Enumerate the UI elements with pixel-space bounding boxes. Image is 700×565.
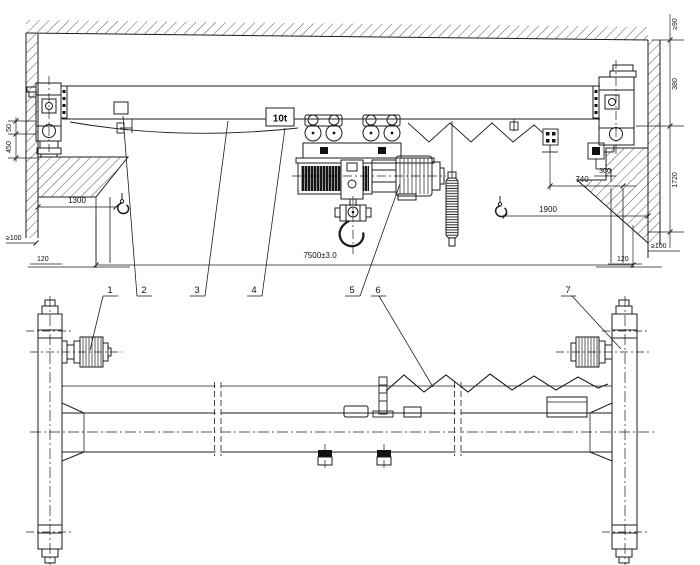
panel-box — [546, 396, 588, 418]
left-corbel — [37, 156, 130, 198]
capacity-sign: 10t — [265, 107, 295, 127]
dim-bracket-height: 300 — [594, 168, 616, 177]
trolley-wheel — [383, 124, 401, 142]
callout-number: 2 — [141, 285, 146, 296]
dim-bracket-right: 740 — [547, 152, 636, 190]
callout-1: 1 — [89, 285, 118, 351]
travel-motor-left — [30, 336, 122, 368]
girder-plan — [30, 373, 655, 470]
dim-text: 1300 — [68, 196, 86, 205]
break-marks — [214, 380, 462, 458]
dim-text: ≥100 — [6, 235, 22, 242]
callout-number: 4 — [251, 285, 256, 296]
capacity-label: 10t — [273, 114, 288, 125]
trolley-wheels-plan — [317, 444, 392, 470]
callout-number: 5 — [349, 285, 354, 296]
callout-5: 5 — [345, 183, 401, 297]
callout-4: 4 — [247, 127, 286, 297]
dim-bottom-right: ≥100 120 — [608, 243, 680, 265]
right-wall-hatch — [648, 40, 660, 245]
buffer-left — [26, 86, 37, 98]
end-truck-right — [587, 60, 637, 263]
end-carriage-left-plan — [26, 296, 122, 565]
ceiling-line — [25, 32, 649, 41]
festoon-anchor-bracket-mid — [509, 119, 519, 131]
dim-text: 300 — [599, 168, 611, 175]
girder-rating-plate — [113, 101, 129, 115]
dim-text: 450 — [6, 141, 13, 153]
dim-left-chain: 50 450 — [6, 117, 38, 162]
pendant-controller — [445, 121, 459, 247]
end-plate-bolts — [62, 90, 598, 114]
hook-limit-marker-right — [494, 195, 508, 218]
callout-number: 3 — [194, 285, 199, 296]
fitting-box — [403, 406, 422, 418]
building-structure — [25, 20, 661, 258]
plan-view — [26, 296, 655, 565]
hoist-trolley — [292, 114, 446, 254]
callout-2: 2 — [122, 115, 152, 297]
callout-7: 7 — [561, 285, 622, 350]
dim-text: 380 — [672, 78, 679, 90]
dim-hook-right: 1900 — [502, 205, 651, 219]
left-wall-hatch — [26, 33, 38, 238]
fitting-box — [343, 405, 369, 418]
dim-hook-left: 1300 — [35, 196, 119, 210]
festoon-anchor-bracket-right — [542, 128, 559, 153]
dim-text: 120 — [37, 256, 49, 263]
dim-span: 7500±3.0 — [93, 210, 636, 268]
buffer-right — [609, 64, 637, 78]
runway-beam-left — [36, 147, 62, 155]
dim-text: 1720 — [672, 172, 679, 188]
end-carriage-right-plan — [556, 296, 650, 565]
travel-motor-right — [556, 336, 650, 368]
dimensions: 7500±3.0 1300 1900 740 300 — [6, 14, 684, 268]
wheel — [42, 124, 56, 138]
callout-number: 6 — [375, 285, 380, 296]
hook-limit-marker-left — [116, 192, 130, 215]
trolley-wheel — [304, 124, 322, 142]
hoist-body — [295, 155, 445, 201]
feed-mast — [372, 376, 394, 418]
span-dimension: 7500±3.0 — [303, 251, 337, 260]
callout-3: 3 — [190, 120, 229, 297]
power-entry-conduit — [587, 142, 615, 182]
callout-number: 7 — [565, 285, 570, 296]
part-callouts: 1 2 3 4 5 6 7 — [89, 115, 622, 388]
callout-6: 6 — [371, 285, 434, 388]
dim-text: ≥100 — [651, 243, 667, 250]
dim-text: ≥90 — [672, 18, 679, 30]
dim-text: 120 — [617, 256, 629, 263]
trolley-wheel — [325, 124, 343, 142]
dim-bottom-left: ≥100 120 — [6, 235, 62, 265]
hook — [338, 219, 365, 248]
girder-elevation — [60, 85, 600, 153]
dim-text: 740 — [575, 175, 589, 184]
festoon-cable-elevation — [69, 121, 544, 143]
trolley-wheel — [362, 124, 380, 142]
festoon-cable-plan — [385, 373, 609, 393]
right-corbel — [575, 147, 649, 245]
suspension-frame — [302, 142, 402, 159]
dim-text: 1900 — [539, 205, 557, 214]
end-truck-left — [26, 76, 62, 157]
elevation-view: 10t — [25, 20, 662, 268]
dim-right-chain: ≥90 380 1720 — [636, 14, 684, 248]
ceiling-hatch — [26, 20, 648, 40]
dim-text: 50 — [6, 124, 13, 132]
callout-number: 1 — [107, 285, 112, 296]
